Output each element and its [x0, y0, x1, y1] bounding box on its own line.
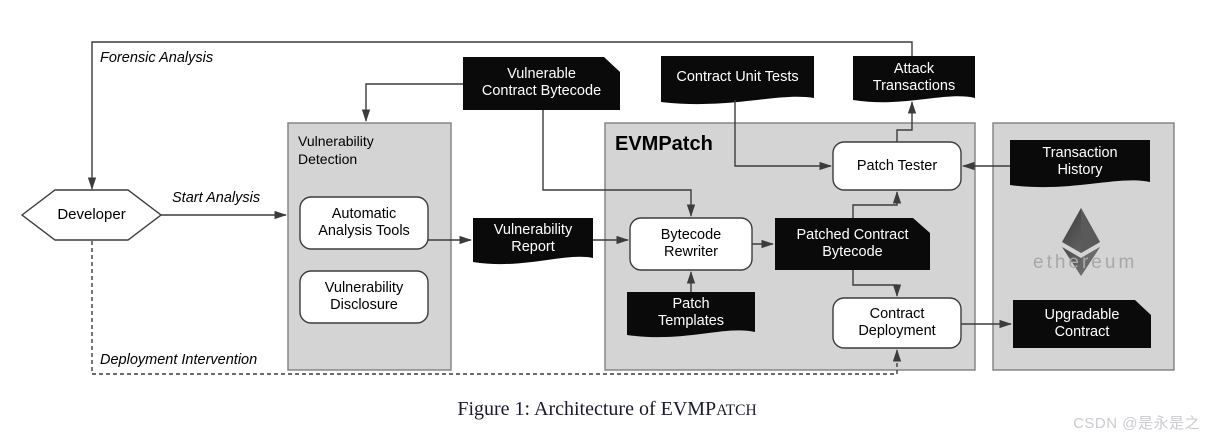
edge-bytecode-to-rewriter [542, 110, 696, 217]
shape-patch-templates [627, 292, 755, 338]
shape-patched-contract-bytecode [775, 218, 930, 270]
edge-bytecode-to-detection [361, 83, 463, 122]
shape-patch-tester [832, 141, 962, 191]
shape-automatic-analysis-tools [299, 196, 429, 250]
edge-patched-to-deployment [852, 270, 902, 297]
shape-bytecode-rewriter [629, 217, 753, 271]
edge-label-forensic-analysis: Forensic Analysis [100, 50, 214, 66]
caption-name-small: ATCH [716, 402, 757, 419]
shape-contract-unit-tests [661, 56, 814, 105]
shape-vulnerability-report [473, 218, 593, 265]
developer-hexagon [20, 189, 163, 241]
figure-caption: Figure 1: Architecture of EVMPATCH [0, 398, 1214, 421]
shape-vulnerability-disclosure [299, 270, 429, 324]
edge-forensic-analysis [87, 41, 913, 190]
edge-label-start-analysis: Start Analysis [172, 190, 261, 206]
edge-unittests-to-tester [734, 100, 832, 171]
panel-title-evmpatch: EVMPatch [615, 133, 713, 155]
edge-tester-to-attacks [896, 101, 917, 142]
edge-patched-to-tester [852, 191, 902, 218]
label-ethereum-wordmark: ethereum [1033, 252, 1138, 273]
caption-name-main: EVMP [660, 398, 717, 420]
shape-vulnerable-contract-bytecode [463, 57, 620, 110]
panel-title-vulnerability-detection: Vulnerability Detection [298, 133, 374, 167]
ethereum-logo-icon [1062, 208, 1100, 276]
edge-label-deployment-intervention: Deployment Intervention [100, 352, 258, 368]
edge-deployment-intervention [91, 241, 902, 375]
caption-prefix: Figure 1: Architecture of [457, 398, 661, 420]
shape-contract-deployment [832, 297, 962, 349]
shape-attack-transactions [853, 56, 975, 103]
shape-transaction-history [1010, 140, 1150, 188]
shape-upgradable-contract [1013, 300, 1151, 348]
csdn-watermark: CSDN @是永是之 [1073, 415, 1200, 432]
